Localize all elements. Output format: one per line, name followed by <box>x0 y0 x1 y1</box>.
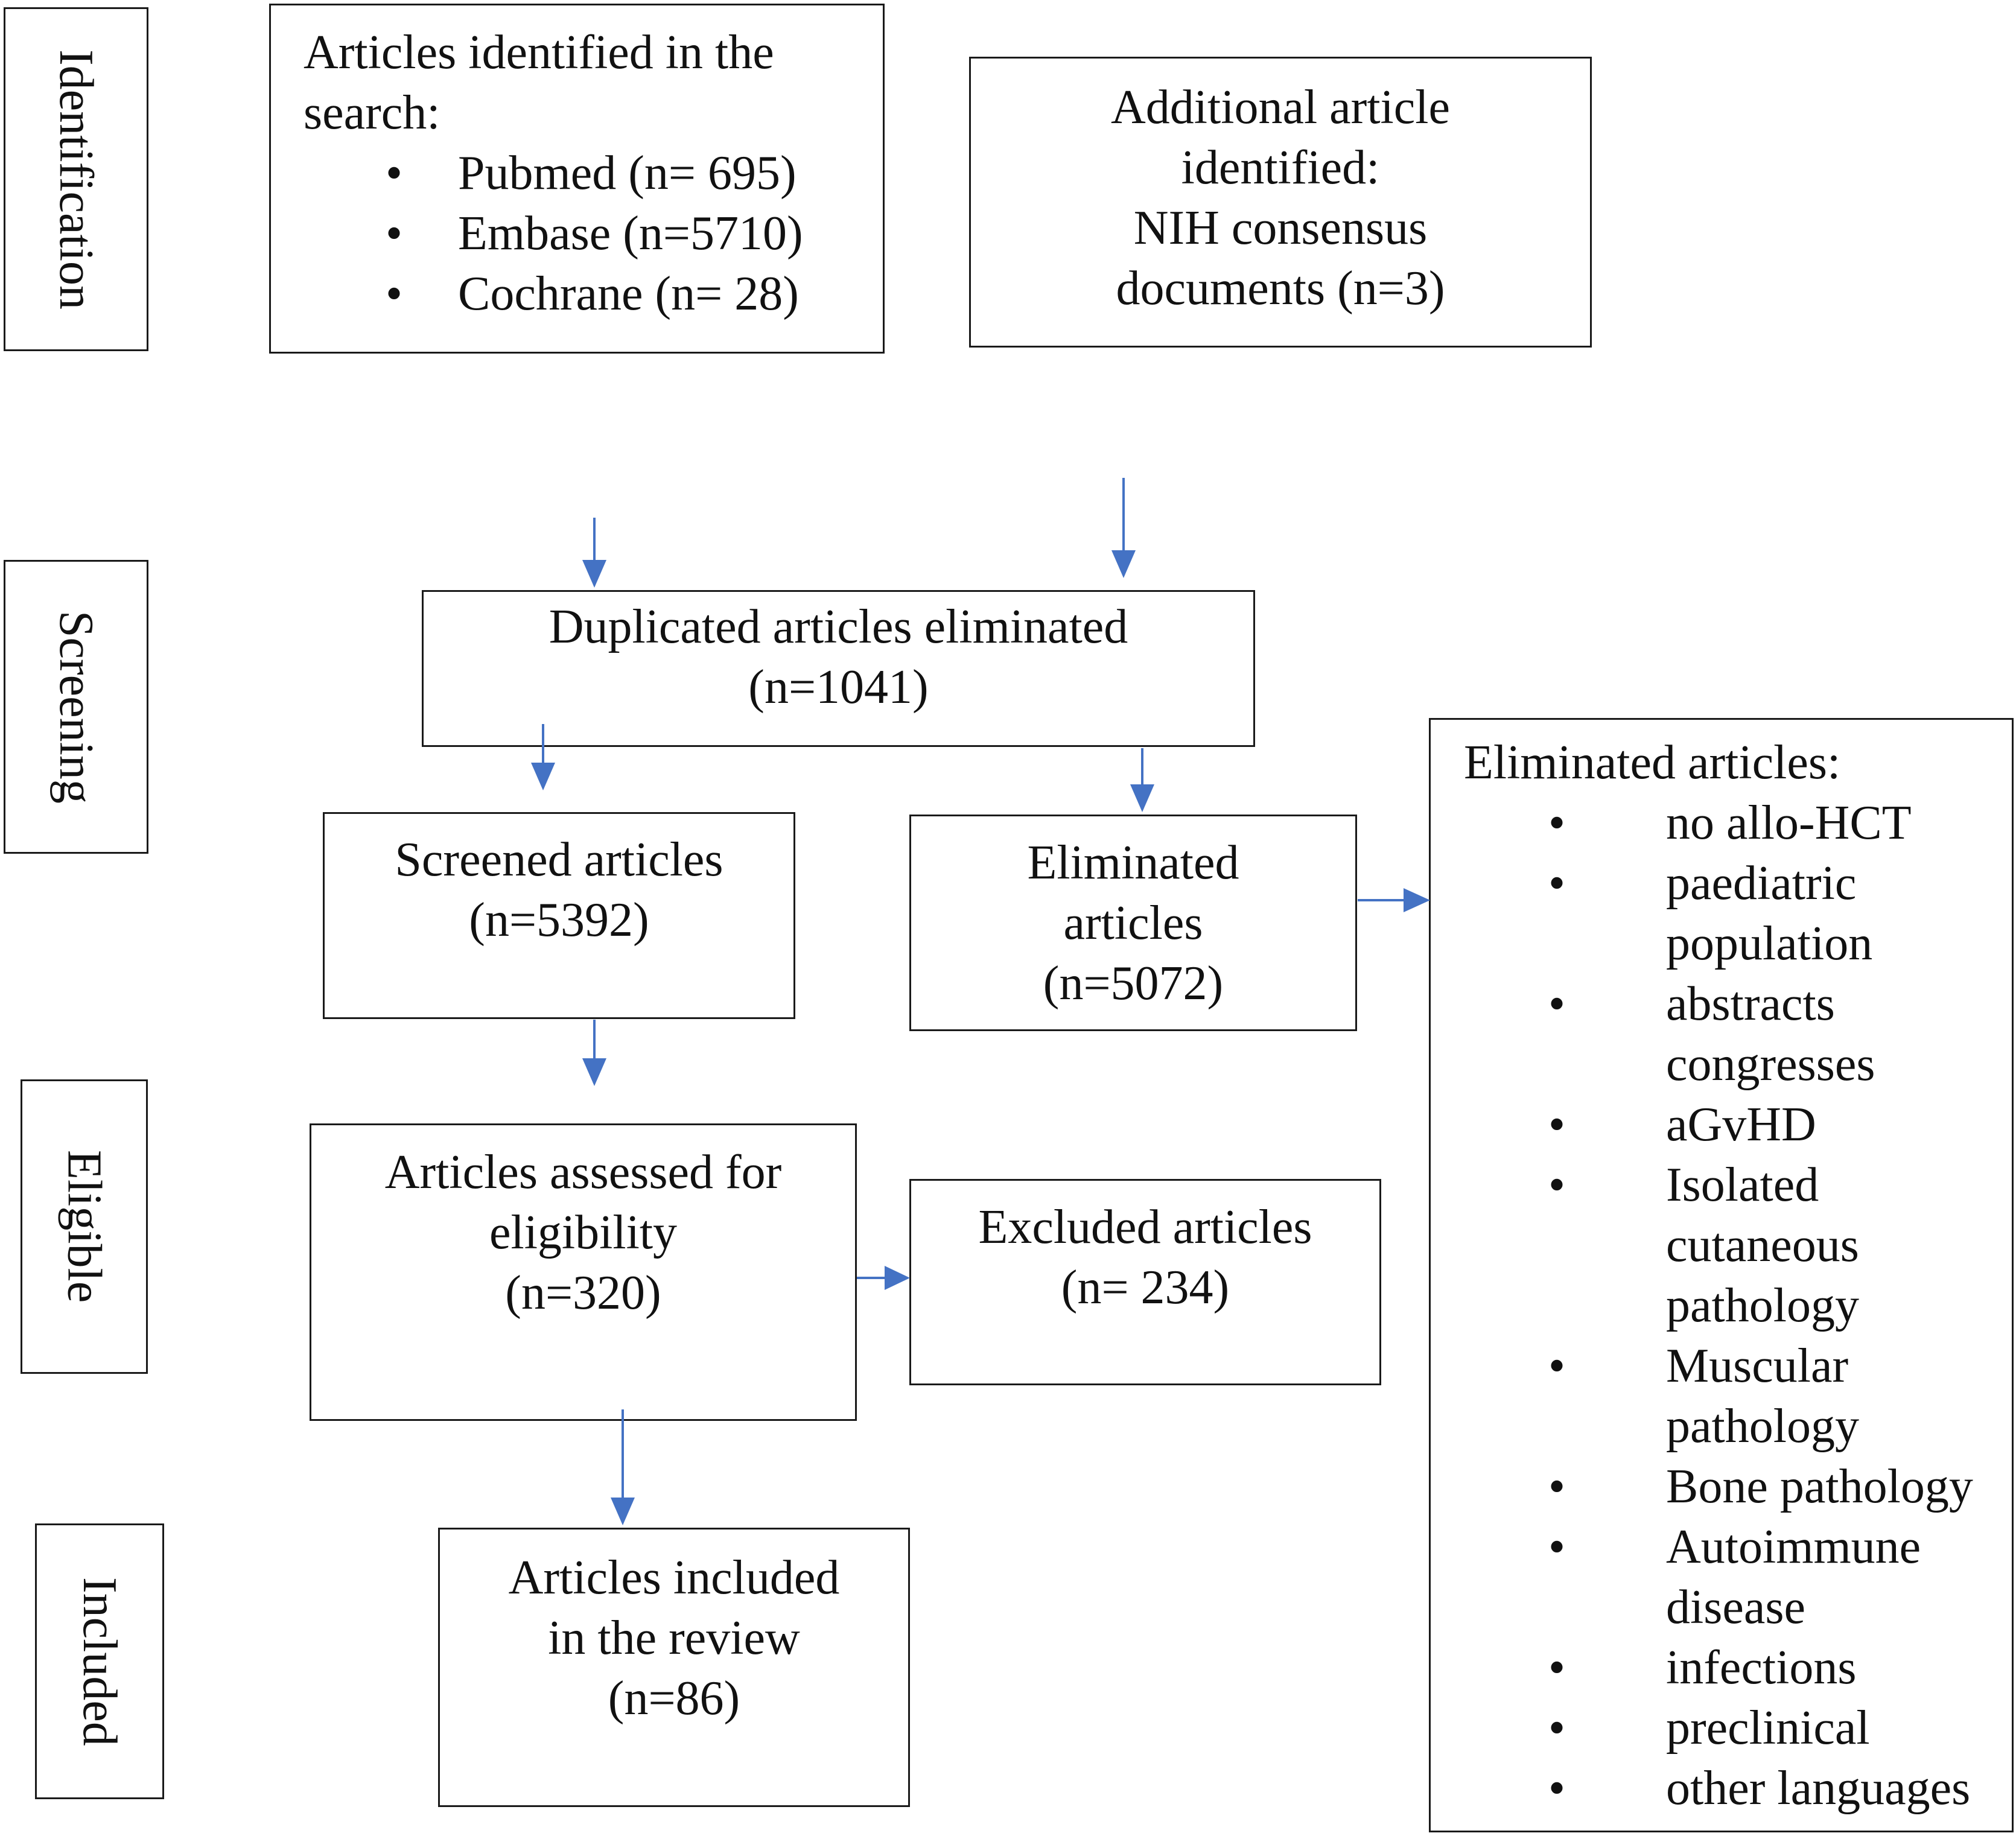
eliminated-line: articles <box>1063 897 1203 950</box>
stage-screening-label: Screening <box>49 610 103 804</box>
arrow-duplicates-to-screened-head <box>531 763 555 790</box>
search-title-line2: search: <box>304 86 440 139</box>
eligibility-line: Articles assessed for <box>384 1146 782 1199</box>
eligibility-box: Articles assessed for eligibility (n=320… <box>310 1123 857 1421</box>
arrow-additional-to-duplicates-head <box>1111 550 1136 578</box>
reason-item: preclinical <box>1431 1698 2012 1758</box>
arrow-eligibility-to-excluded-head <box>885 1266 910 1290</box>
stage-identification: Identification <box>4 7 148 351</box>
additional-line: Additional article <box>1110 81 1451 134</box>
excluded-line: (n= 234) <box>1061 1261 1230 1314</box>
eliminated-reasons-box: Eliminated articles: no allo-HCT paediat… <box>1429 718 2014 1832</box>
screened-line: (n=5392) <box>469 894 649 947</box>
eliminated-line: Eliminated <box>1027 836 1239 889</box>
duplicates-box: Duplicated articles eliminated (n=1041) <box>422 590 1255 747</box>
source-item: Embase (n=5710) <box>271 203 883 264</box>
stage-screening: Screening <box>4 560 148 854</box>
stage-eligible-label: Eligible <box>57 1150 111 1303</box>
excluded-box: Excluded articles (n= 234) <box>909 1179 1381 1385</box>
screened-line: Screened articles <box>395 833 723 886</box>
stage-included-label: Included <box>73 1577 126 1746</box>
reason-item: aGvHD <box>1431 1094 2012 1155</box>
additional-articles-box: Additional article identified: NIH conse… <box>969 57 1592 348</box>
additional-line: documents (n=3) <box>1116 262 1445 315</box>
screened-box: Screened articles (n=5392) <box>323 812 795 1019</box>
arrow-duplicates-to-eliminated-head <box>1130 784 1154 812</box>
excluded-line: Excluded articles <box>978 1201 1312 1254</box>
reason-item: infections <box>1431 1637 2012 1698</box>
eligibility-line: (n=320) <box>505 1266 661 1320</box>
included-line: in the review <box>548 1612 800 1665</box>
source-item: Cochrane (n= 28) <box>271 264 883 324</box>
duplicates-line: (n=1041) <box>748 661 929 714</box>
additional-line: NIH consensus <box>1133 202 1428 255</box>
arrow-search-to-duplicates-head <box>582 560 606 588</box>
eliminated-line: (n=5072) <box>1043 957 1224 1010</box>
search-results-box: Articles identified in the search: Pubme… <box>269 4 885 354</box>
duplicates-line: Duplicated articles eliminated <box>549 600 1128 653</box>
arrow-group <box>531 478 1430 1525</box>
search-title-line1: Articles identified in the <box>304 26 774 79</box>
reason-item: no allo-HCT <box>1431 793 2012 853</box>
arrow-eliminated-to-reasons-head <box>1404 888 1430 912</box>
source-item: Pubmed (n= 695) <box>271 143 883 203</box>
included-line: (n=86) <box>608 1672 740 1725</box>
stage-included: Included <box>35 1523 164 1799</box>
eliminated-reasons-title: Eliminated articles: <box>1464 736 1841 789</box>
eliminated-box: Eliminated articles (n=5072) <box>909 815 1357 1031</box>
stage-identification-label: Identification <box>49 49 103 310</box>
reason-item: Bone pathology <box>1431 1456 2012 1517</box>
eligibility-line: eligibility <box>489 1206 678 1259</box>
search-sources-list: Pubmed (n= 695) Embase (n=5710) Cochrane… <box>271 143 883 324</box>
stage-eligible: Eligible <box>21 1079 148 1374</box>
reason-item: other languages <box>1431 1758 2012 1819</box>
arrow-screened-to-eligibility-head <box>582 1058 606 1086</box>
additional-line: identified: <box>1181 141 1380 194</box>
included-line: Articles included <box>508 1551 840 1604</box>
arrow-eligibility-to-included-head <box>611 1498 635 1525</box>
included-box: Articles included in the review (n=86) <box>438 1528 910 1807</box>
